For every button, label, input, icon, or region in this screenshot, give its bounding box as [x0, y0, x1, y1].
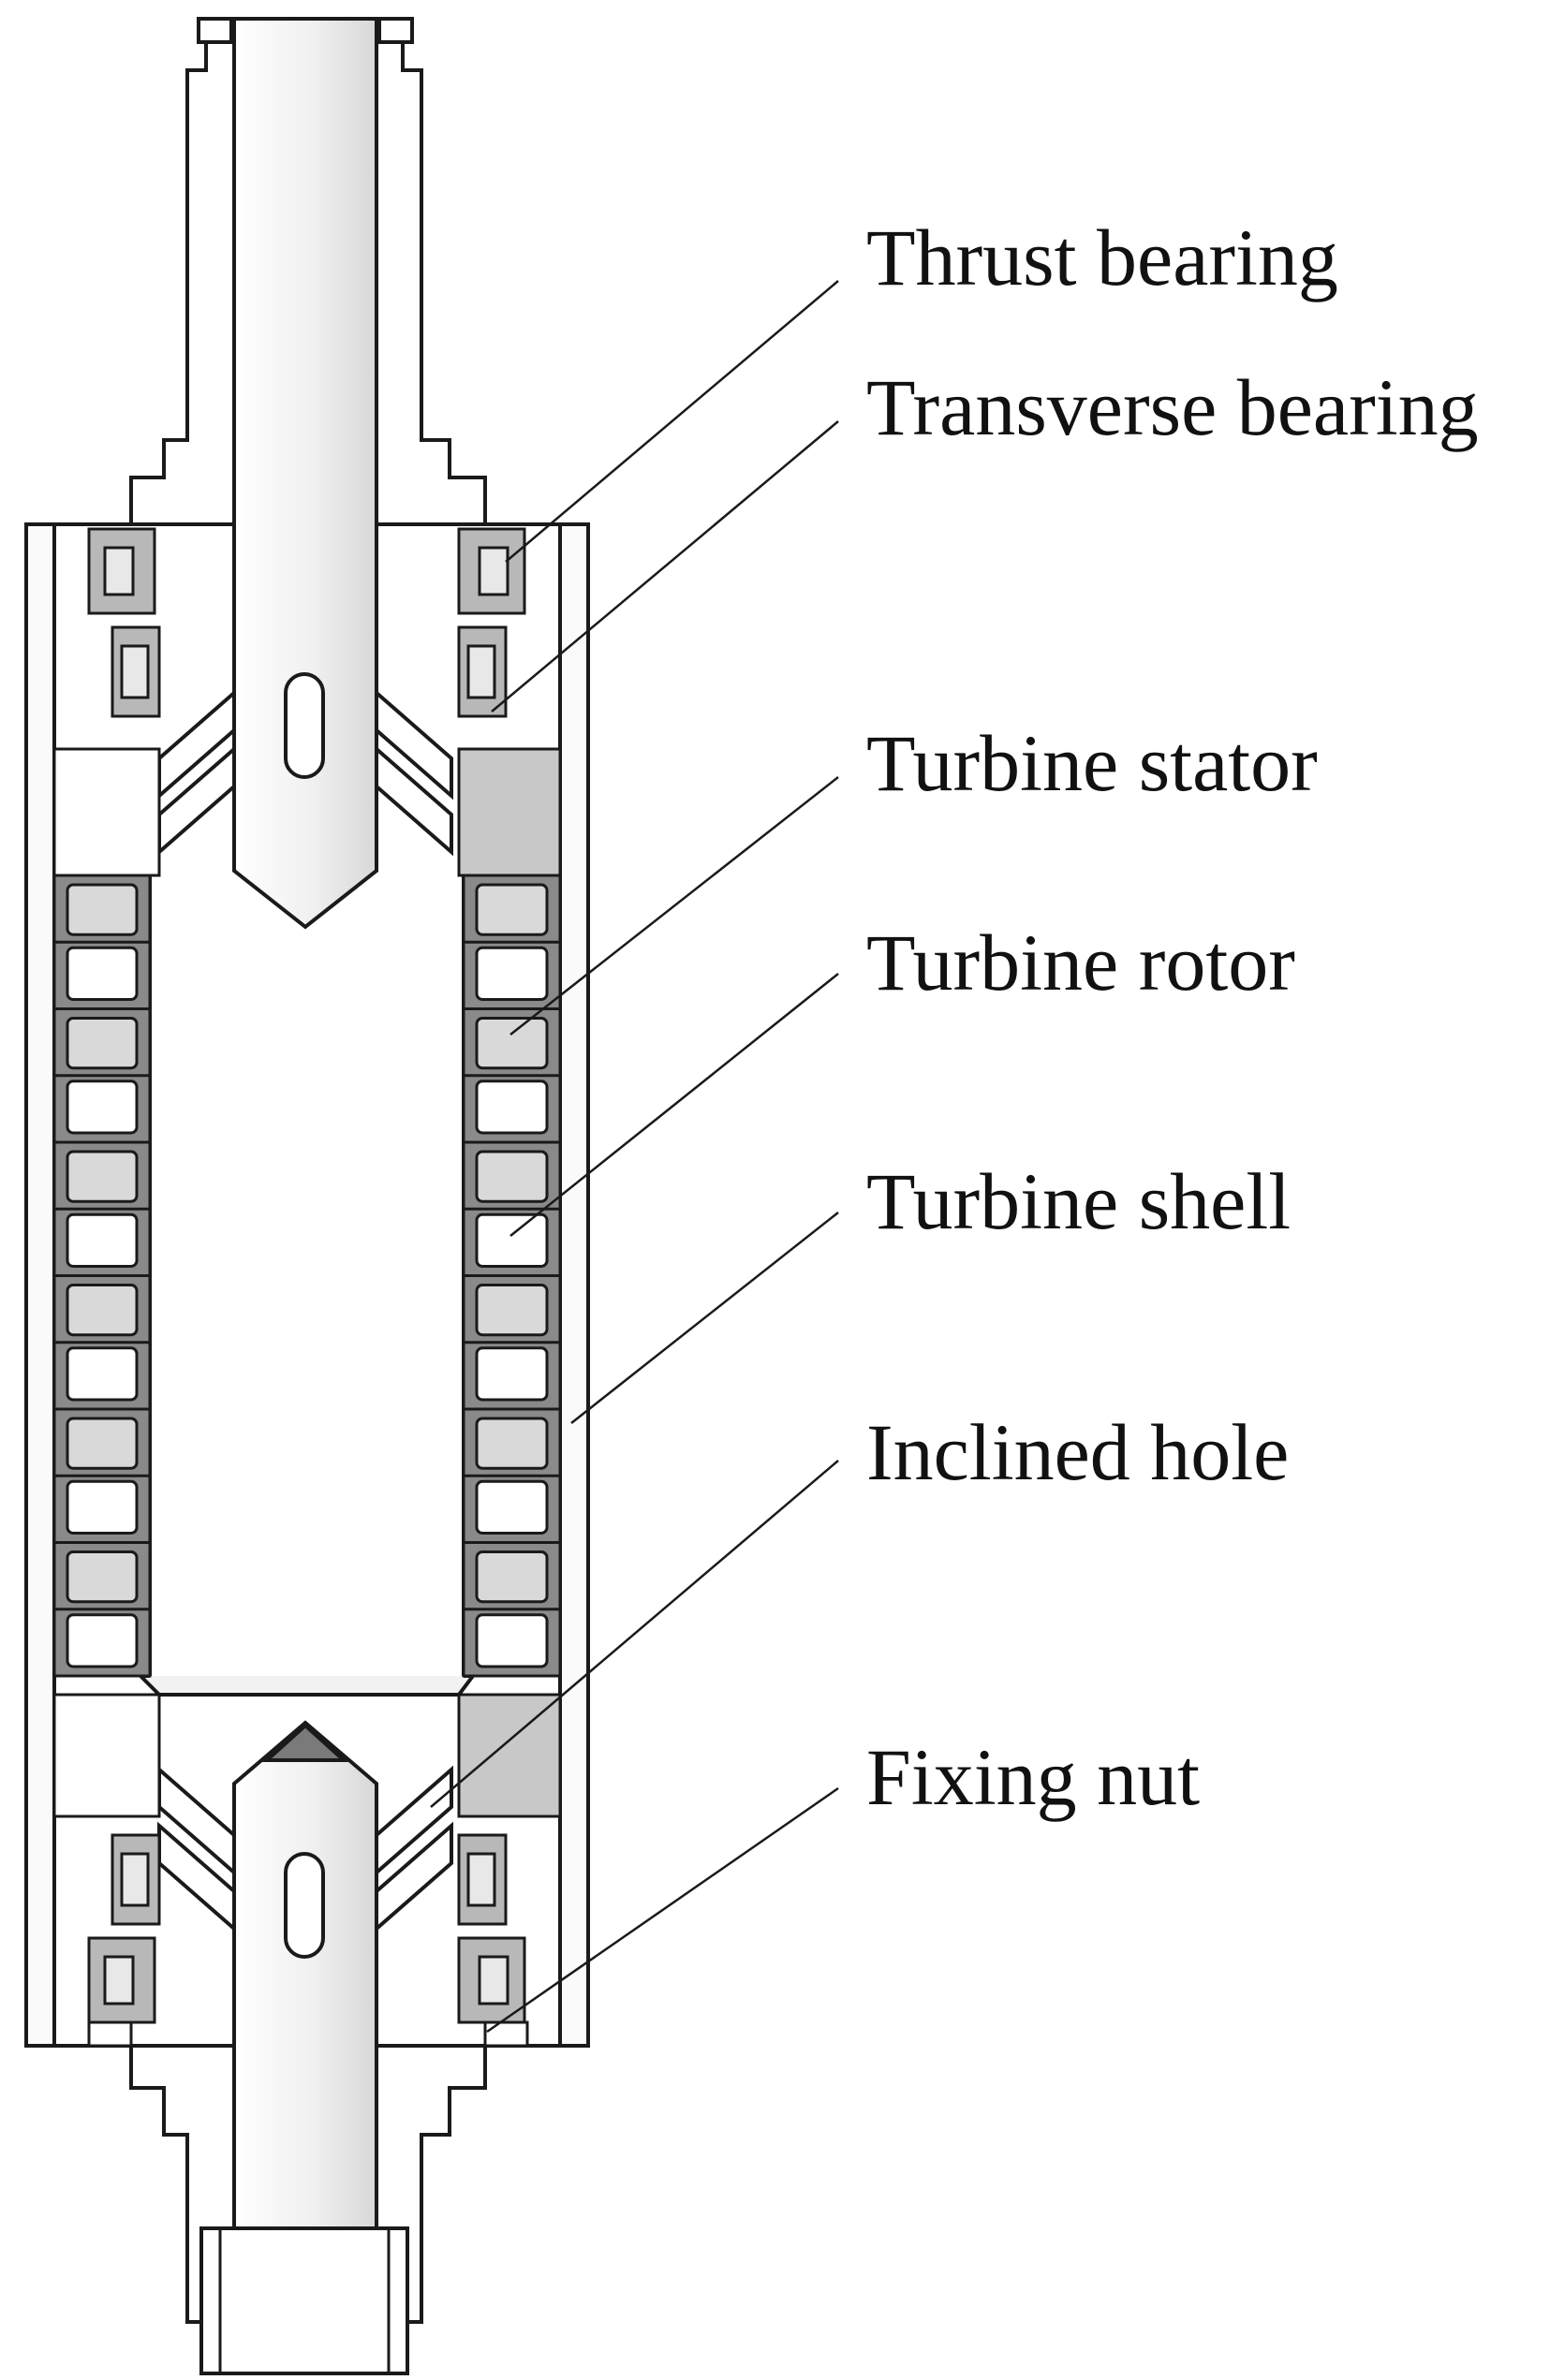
label-transverse-bearing: Transverse bearing	[866, 362, 1479, 452]
label-turbine-shell: Turbine shell	[866, 1156, 1292, 1246]
stator-blade	[66, 883, 139, 936]
lower-inclined-hole-right-b	[375, 1821, 453, 1933]
inner-chamber	[136, 688, 477, 1933]
leader-transverse-bearing	[491, 420, 839, 713]
lower-inclined-hole-right	[375, 1765, 453, 1877]
leader-turbine-rotor	[509, 973, 839, 1237]
leader-fixing-nut	[486, 1786, 839, 2034]
lower-chamber-shade-right	[457, 1693, 562, 1818]
turbine-stages-left	[52, 874, 152, 1678]
central-shaft	[199, 17, 409, 2375]
rotor-blade	[66, 1613, 139, 1668]
shell-left-wall	[24, 522, 56, 2048]
rotor-blade	[66, 1346, 139, 1402]
top-coupling-notch-right	[377, 17, 414, 44]
lower-slot	[284, 1852, 325, 1959]
label-turbine-rotor: Turbine rotor	[866, 918, 1295, 1007]
upper-thrust-bearing-right	[457, 527, 526, 615]
lower-thrust-bearing-left	[87, 1936, 156, 2024]
rotor-blade	[475, 1212, 549, 1268]
leader-inclined-hole	[430, 1460, 839, 1808]
stator-blade	[475, 883, 549, 936]
stator-blade	[66, 1017, 139, 1070]
rotor-blade	[475, 1479, 549, 1535]
upper-chamber-shade-left	[52, 747, 161, 877]
upper-inclined-hole-right	[375, 688, 453, 801]
upper-transverse-bearing-right	[457, 625, 508, 718]
lower-shaft-end	[199, 2226, 409, 2375]
rotor-blade	[66, 1212, 139, 1268]
turbine-stage-right-5	[462, 1407, 562, 1544]
lower-transverse-bearing-right	[457, 1833, 508, 1926]
turbine-stage-left-3	[52, 1140, 152, 1277]
stator-blade	[66, 1550, 139, 1604]
stator-blade	[66, 1150, 139, 1203]
lower-housing	[129, 2046, 487, 2373]
lower-shaft	[232, 1720, 378, 2230]
rotor-blade	[475, 1080, 549, 1135]
upper-chamber-shade-right	[457, 747, 562, 877]
turbine-stage-right-2	[462, 1007, 562, 1144]
label-turbine-stator: Turbine stator	[866, 718, 1318, 808]
lower-shaft-tip	[261, 1723, 349, 1762]
upper-thrust-bearing-left	[87, 527, 156, 615]
stator-blade	[475, 1150, 549, 1203]
turbine-stage-right-1	[462, 874, 562, 1010]
stator-blade	[66, 1417, 139, 1470]
upper-housing	[129, 17, 487, 524]
upper-inclined-hole-right-b	[375, 744, 453, 857]
fixing-nut-left	[87, 2020, 133, 2048]
stator-blade	[475, 1284, 549, 1337]
rotor-blade	[475, 1346, 549, 1402]
label-inclined-hole: Inclined hole	[866, 1407, 1290, 1497]
upper-shaft	[232, 17, 378, 930]
rotor-blade	[66, 946, 139, 1001]
stator-blade	[475, 1550, 549, 1604]
turbine-stage-right-3	[462, 1140, 562, 1277]
fixing-nut-right	[483, 2020, 529, 2048]
shell-right-wall	[558, 522, 590, 2048]
turbine-stage-left-5	[52, 1407, 152, 1544]
rotor-blade	[66, 1080, 139, 1135]
label-thrust-bearing: Thrust bearing	[866, 213, 1338, 302]
lower-transverse-bearing-left	[111, 1833, 161, 1926]
turbine-stage-left-4	[52, 1274, 152, 1411]
upper-transverse-bearing-left	[111, 625, 161, 718]
turbine-stage-right-4	[462, 1274, 562, 1411]
leader-turbine-stator	[509, 776, 839, 1036]
label-fixing-nut: Fixing nut	[866, 1732, 1201, 1822]
rotor-blade	[475, 946, 549, 1001]
rotor-blade	[66, 1479, 139, 1535]
lower-thrust-bearing-right	[457, 1936, 526, 2024]
lower-chamber-shade-left	[52, 1693, 161, 1818]
turbine-stages-right	[462, 874, 562, 1678]
top-coupling-notch	[197, 17, 233, 44]
stator-blade	[475, 1417, 549, 1470]
stator-blade	[475, 1017, 549, 1070]
leader-lines	[430, 280, 839, 2034]
turbine-stage-left-1	[52, 874, 152, 1010]
upper-slot	[284, 672, 325, 779]
leader-turbine-shell	[570, 1212, 839, 1424]
turbine-stage-left-6	[52, 1541, 152, 1678]
leader-thrust-bearing	[505, 280, 839, 563]
turbine-stage-right-6	[462, 1541, 562, 1678]
stator-blade	[66, 1284, 139, 1337]
turbine-stage-left-2	[52, 1007, 152, 1144]
rotor-blade	[475, 1613, 549, 1668]
